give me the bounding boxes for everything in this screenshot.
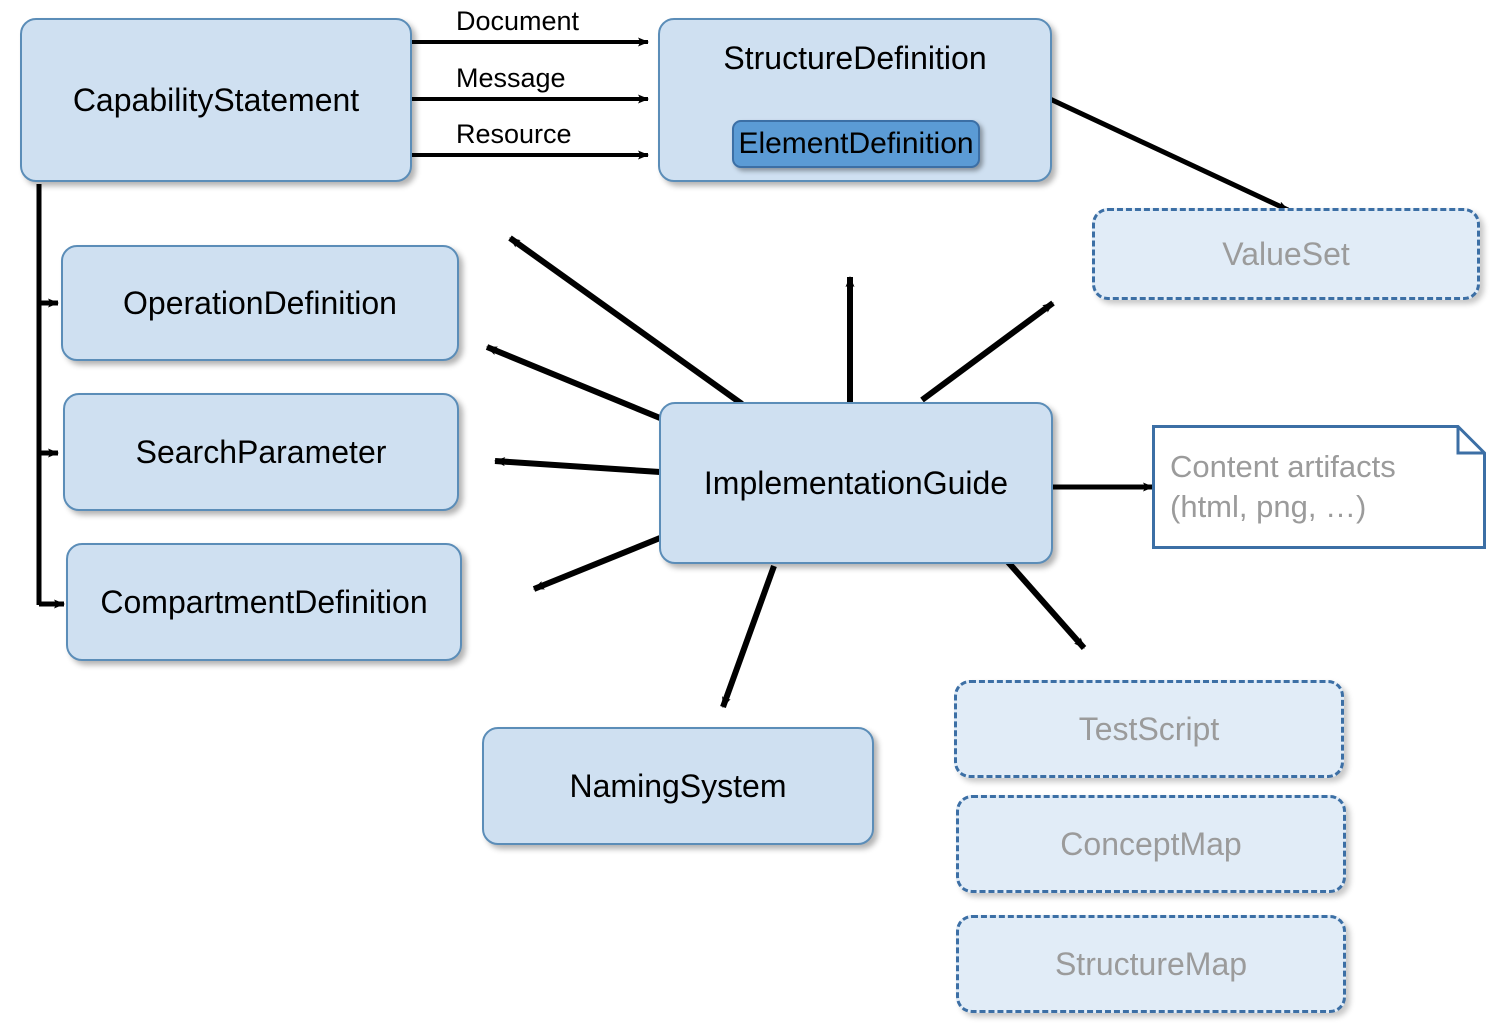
edge-label-document: Document	[456, 6, 580, 36]
node-label-element-definition: ElementDefinition	[738, 127, 974, 160]
edge-implementationguide-testscript	[1005, 560, 1087, 650]
node-label-search-parameter: SearchParameter	[135, 433, 387, 470]
node-label-operation-definition: OperationDefinition	[123, 284, 397, 321]
node-compartment-definition[interactable]: CompartmentDefinition	[66, 543, 462, 661]
node-content-artifacts[interactable]: Content artifacts (html, png, …)	[1152, 425, 1486, 549]
node-label-compartment-definition: CompartmentDefinition	[100, 583, 428, 620]
node-test-script[interactable]: TestScript	[954, 680, 1344, 778]
note-shape-icon	[1152, 425, 1486, 549]
edge-implementationguide-operationdefinition	[485, 344, 662, 421]
node-label-structure-map: StructureMap	[1054, 945, 1248, 982]
node-concept-map[interactable]: ConceptMap	[956, 795, 1346, 893]
node-label-naming-system: NamingSystem	[569, 767, 787, 804]
node-label-content-artifacts: Content artifacts (html, png, …)	[1170, 448, 1396, 524]
node-naming-system[interactable]: NamingSystem	[482, 727, 874, 845]
edge-label-message: Message	[456, 63, 566, 93]
edge-implementationguide-valueset	[920, 300, 1055, 403]
node-value-set[interactable]: ValueSet	[1092, 208, 1480, 300]
node-structure-definition[interactable]: StructureDefinition ElementDefinition	[658, 18, 1052, 182]
node-label-test-script: TestScript	[1078, 710, 1220, 747]
edge-label-resource: Resource	[456, 119, 572, 149]
node-implementation-guide[interactable]: ImplementationGuide	[659, 402, 1053, 564]
node-structure-map[interactable]: StructureMap	[956, 915, 1346, 1013]
node-label-value-set: ValueSet	[1222, 235, 1350, 272]
node-operation-definition[interactable]: OperationDefinition	[61, 245, 459, 361]
node-label-capability-statement: CapabilityStatement	[72, 81, 360, 118]
edge-implementationguide-capabilitystatement	[508, 235, 744, 407]
node-capability-statement[interactable]: CapabilityStatement	[20, 18, 412, 182]
node-label-implementation-guide: ImplementationGuide	[703, 464, 1009, 501]
edge-implementationguide-searchparameter	[494, 457, 661, 475]
edge-structuredefinition-valueset	[1048, 96, 1290, 213]
node-label-structure-definition: StructureDefinition	[723, 40, 987, 76]
node-element-definition[interactable]: ElementDefinition	[732, 120, 980, 168]
edge-implementationguide-compartmentdefinition	[532, 535, 662, 592]
node-search-parameter[interactable]: SearchParameter	[63, 393, 459, 511]
node-label-concept-map: ConceptMap	[1060, 825, 1242, 862]
edge-implementationguide-namingsystem	[720, 564, 777, 709]
